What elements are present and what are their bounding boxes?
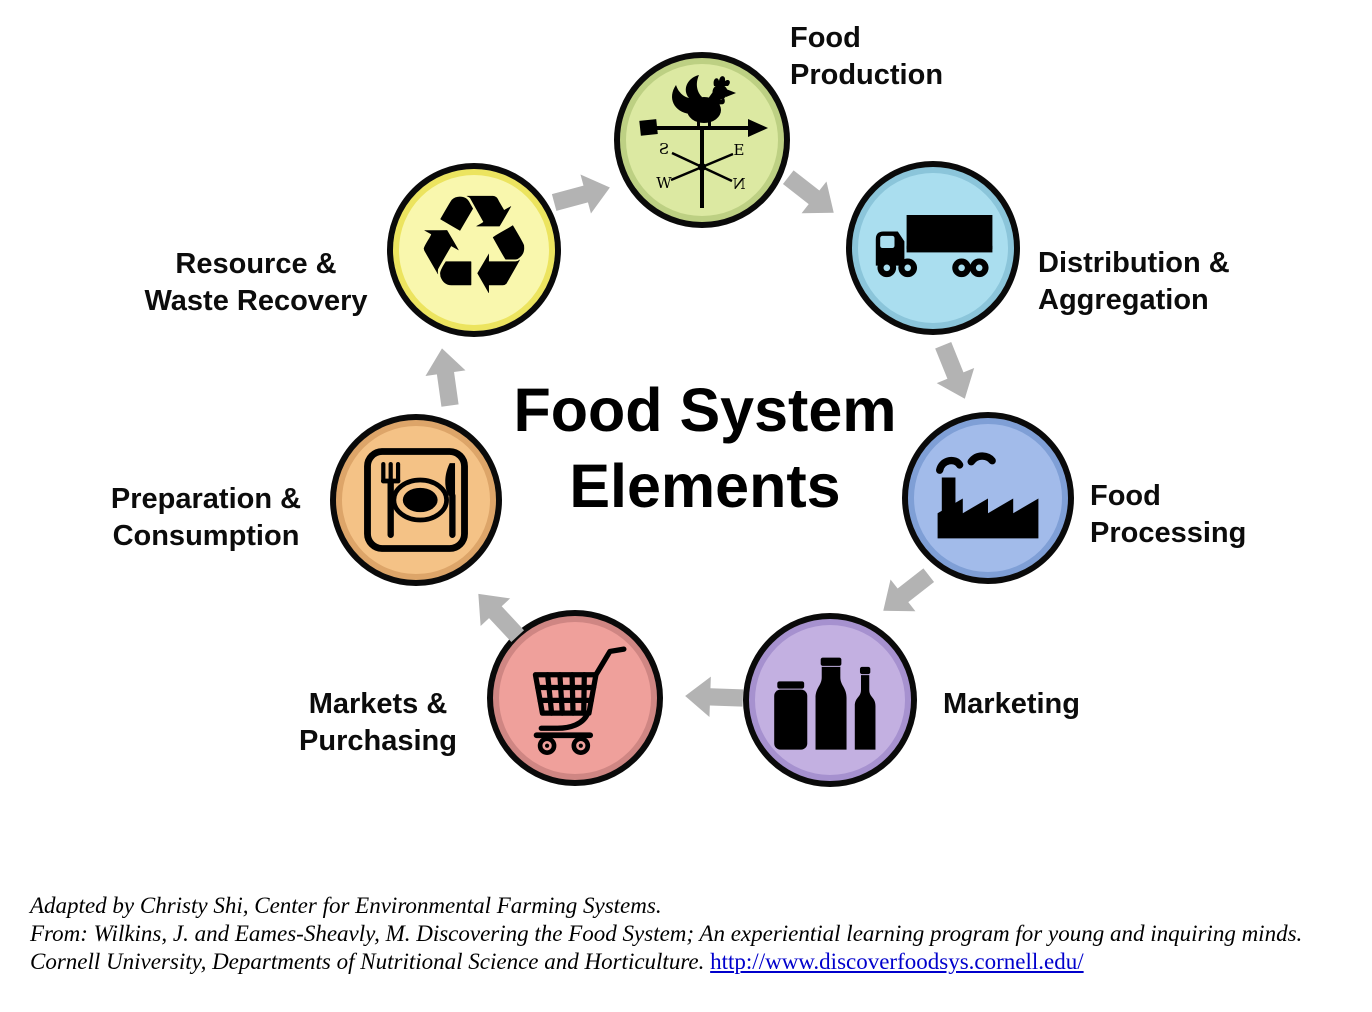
resource-waste-recovery-label: Resource & Waste Recovery xyxy=(144,248,368,317)
node-marketing xyxy=(743,613,917,787)
node-distribution-aggregation xyxy=(846,161,1020,335)
svg-text:W: W xyxy=(656,174,672,192)
plate-fork-knife-icon xyxy=(364,448,468,552)
flow-arrow-recovery-to-production xyxy=(546,163,619,227)
bottles-icon xyxy=(774,657,876,750)
flow-arrow-marketing-to-markets xyxy=(682,671,746,723)
distribution-aggregation-circle xyxy=(846,161,1020,335)
markets-purchasing-label: Markets & Purchasing xyxy=(299,688,457,757)
flow-arrow-processing-to-marketing xyxy=(866,554,946,632)
weathervane-rooster-icon: S E W N xyxy=(639,75,768,208)
marketing-label: Marketing xyxy=(943,688,1080,720)
truck-icon xyxy=(875,215,993,278)
page-title-line1: Food System xyxy=(513,376,897,444)
svg-text:S: S xyxy=(659,140,669,158)
preparation-consumption-label: Preparation & Consumption xyxy=(110,483,302,552)
attribution-line3-text: Cornell University, Departments of Nutri… xyxy=(30,949,711,974)
flow-arrow-distribution-to-processing xyxy=(919,334,989,410)
node-preparation-consumption xyxy=(330,414,502,586)
attribution: Adapted by Christy Shi, Center for Envir… xyxy=(30,892,1360,976)
attribution-line2: From: Wilkins, J. and Eames-Sheavly, M. … xyxy=(30,921,1303,946)
flow-arrow-preparation-to-recovery xyxy=(417,343,475,411)
node-food-production: S E W N xyxy=(614,52,790,228)
node-markets-purchasing xyxy=(487,610,663,786)
flow-arrow-markets-to-preparation xyxy=(459,575,538,654)
markets-purchasing-circle xyxy=(487,610,663,786)
flow-arrow-production-to-distribution xyxy=(771,156,851,234)
node-resource-waste-recovery: ♻ xyxy=(387,163,561,337)
preparation-consumption-circle xyxy=(330,414,502,586)
food-production-label: Food Production xyxy=(790,22,944,91)
food-processing-circle xyxy=(902,412,1074,584)
attribution-line1: Adapted by Christy Shi, Center for Envir… xyxy=(30,893,662,918)
distribution-aggregation-label: Distribution & Aggregation xyxy=(1038,247,1230,316)
svg-text:N: N xyxy=(732,175,745,193)
factory-icon xyxy=(936,451,1039,538)
food-production-circle: S E W N xyxy=(614,52,790,228)
marketing-circle xyxy=(743,613,917,787)
resource-waste-recovery-circle: ♻ xyxy=(387,163,561,337)
page-title: Food System Elements xyxy=(440,372,970,524)
food-processing-label: Food Processing xyxy=(1090,480,1247,549)
svg-text:E: E xyxy=(734,141,745,159)
page-title-line2: Elements xyxy=(569,452,841,520)
attribution-line3: Cornell University, Departments of Nutri… xyxy=(30,948,1360,976)
recycle-icon: ♻ xyxy=(412,165,536,326)
node-food-processing xyxy=(902,412,1074,584)
discoverfoodsys-link[interactable]: http://www.discoverfoodsys.cornell.edu/ xyxy=(710,949,1084,974)
shopping-cart-icon xyxy=(532,646,627,756)
